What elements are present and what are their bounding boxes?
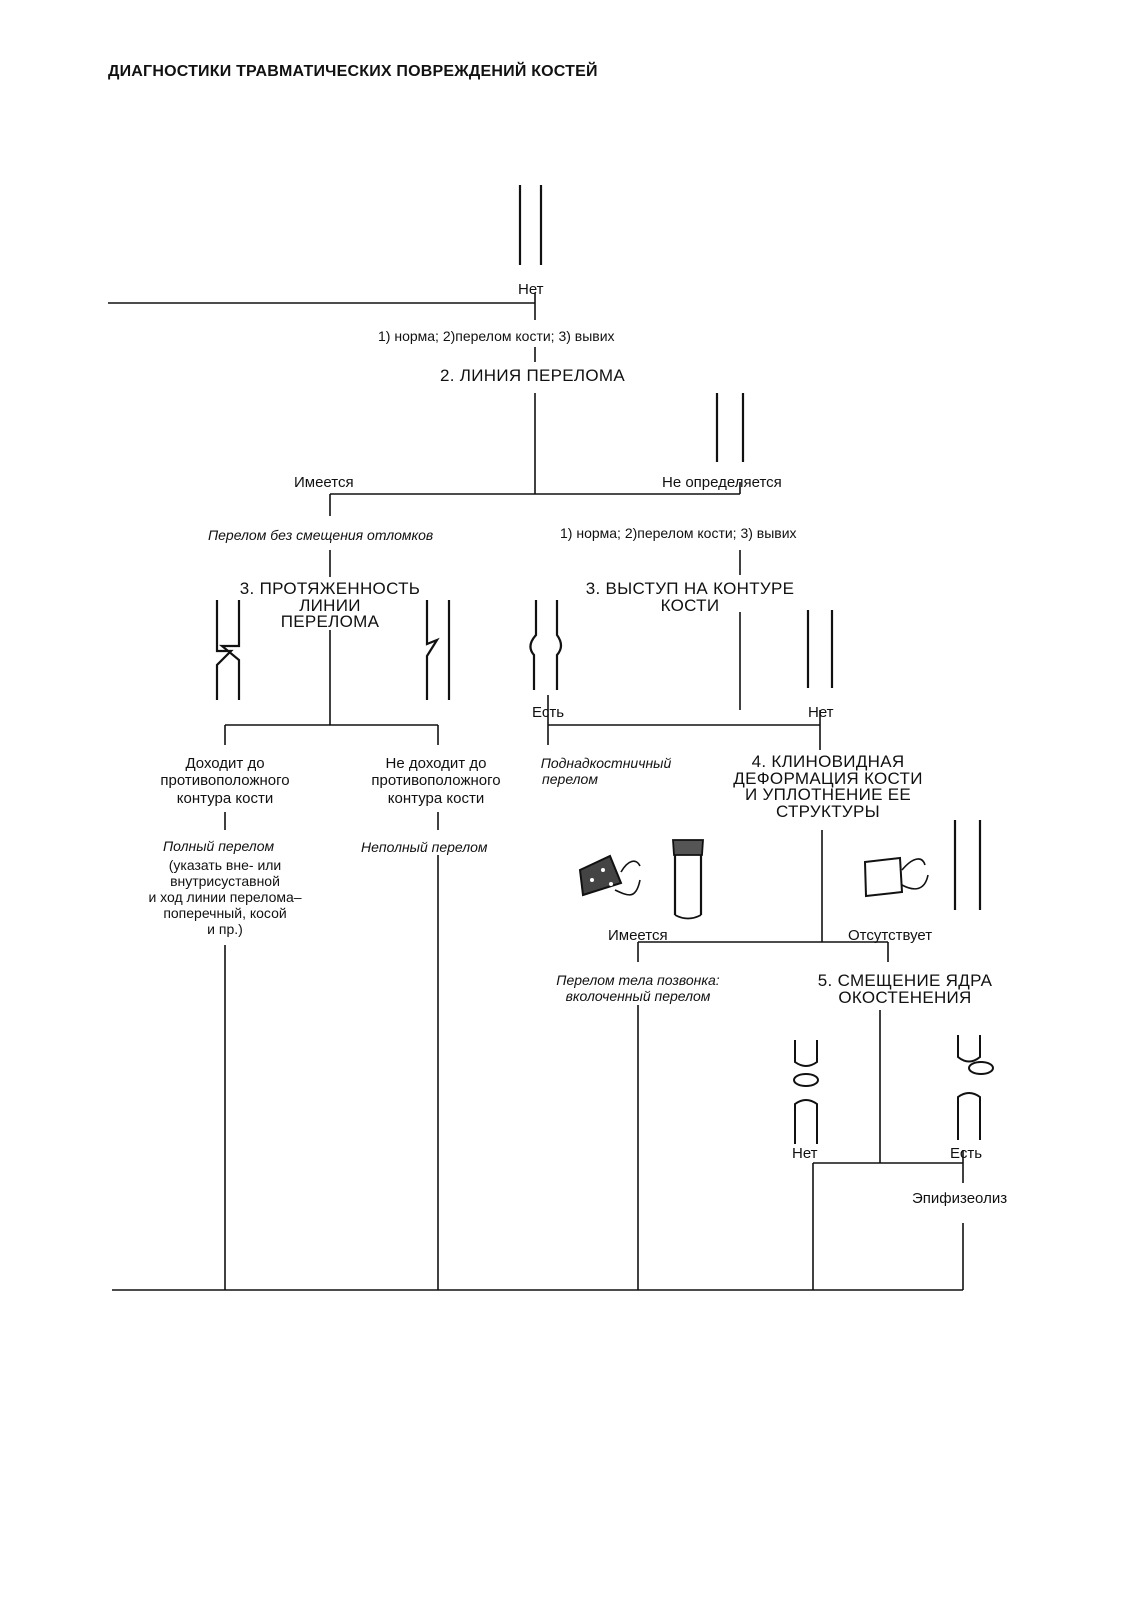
- step3-left-a-note-line: поперечный, косой: [163, 905, 287, 922]
- step4-no-label: Отсутствует: [848, 927, 933, 944]
- step2-yes-result: Перелом без смещения отломков: [208, 527, 434, 543]
- step4-title-line: ДЕФОРМАЦИЯ КОСТИ: [733, 768, 923, 788]
- step3-left-a-note-line: внутрисуставной: [170, 873, 280, 890]
- step5-lines: [812, 1150, 964, 1290]
- top-branch-lines: [108, 293, 536, 362]
- step3-left-a-result: Полный перелом: [163, 838, 275, 854]
- step3-left-title-line: ПЕРЕЛОМА: [280, 612, 380, 632]
- step3-left-title: 3. ПРОТЯЖЕННОСТЬ ЛИНИИ ПЕРЕЛОМА: [200, 579, 460, 632]
- step3-right-normal-bone-icon: [806, 610, 834, 688]
- step3-left-a-line: Доходит до: [185, 755, 265, 772]
- step3-right-yes-result-line: перелом: [542, 771, 598, 788]
- step3-right-yes-result-line: Поднадкостничный: [540, 755, 672, 771]
- compressed-long-bone-icon: [672, 839, 704, 920]
- step3-left-lines: [224, 550, 439, 1290]
- page-header: ДИАГНОСТИКИ ТРАВМАТИЧЕСКИХ ПОВРЕЖДЕНИЙ К…: [108, 63, 598, 80]
- step3-left-b-line: Не доходит до: [385, 755, 487, 772]
- top-normal-bone-icon: [518, 185, 543, 265]
- step4-lines: [637, 830, 889, 1290]
- step5-yes-label: Есть: [950, 1145, 983, 1162]
- step3-right-yes-result: Поднадкостничный перелом: [526, 755, 686, 787]
- step4-yes-result-line: Перелом тела позвонка:: [556, 972, 720, 988]
- step3-left-a-label: Доходит до противоположного контура кост…: [135, 755, 315, 807]
- step3-right-yes-label: Есть: [532, 704, 565, 721]
- step4-title: 4. КЛИНОВИДНАЯ ДЕФОРМАЦИЯ КОСТИ И УПЛОТН…: [708, 752, 948, 821]
- top-diagnosis: 1) норма; 2)перелом кости; 3) вывих: [378, 328, 615, 344]
- step4-title-line: СТРУКТУРЫ: [775, 801, 881, 821]
- step2-no-result: 1) норма; 2)перелом кости; 3) вывих: [560, 525, 797, 541]
- step4-title-line: 4. КЛИНОВИДНАЯ: [751, 752, 905, 771]
- incomplete-fracture-bone-icon: [425, 600, 451, 700]
- complete-fracture-bone-icon: [215, 600, 241, 700]
- step5-no-label: Нет: [792, 1145, 818, 1162]
- step4-yes-result-line: вколоченный перелом: [565, 988, 711, 1005]
- step2-no-label: Не определяется: [662, 474, 782, 491]
- step5-yes-result: Эпифизеолиз: [912, 1190, 1008, 1207]
- step3-right-title-line: 3. ВЫСТУП НА КОНТУРЕ: [585, 579, 795, 598]
- step3-left-b-result: Неполный перелом: [361, 839, 488, 855]
- step2-normal-bone-icon: [715, 393, 745, 462]
- step3-left-b-label: Не доходит до противоположного контура к…: [341, 755, 531, 807]
- step3-left-a-note: (указать вне- или внутрисуставной и ход …: [130, 857, 320, 937]
- step3-right-title: 3. ВЫСТУП НА КОНТУРЕ КОСТИ: [550, 579, 830, 615]
- step4-title-line: И УПЛОТНЕНИЕ ЕЕ: [744, 785, 912, 805]
- step5-title-line: ОКОСТЕНЕНИЯ: [838, 987, 972, 1007]
- step5-title: 5. СМЕЩЕНИЕ ЯДРА ОКОСТЕНЕНИЯ: [780, 971, 1030, 1007]
- step3-left-title-line: ЛИНИИ: [299, 595, 361, 615]
- normal-vertebra-icon: [863, 856, 929, 898]
- step3-left-a-note-line: (указать вне- или: [168, 857, 282, 873]
- step3-left-a-note-line: и ход линии перелома–: [148, 889, 302, 906]
- step2-lines: [329, 393, 741, 516]
- epiphysis-displaced-icon: [957, 1035, 994, 1140]
- wedge-vertebra-icon: [578, 854, 641, 897]
- step5-title-line: 5. СМЕЩЕНИЕ ЯДРА: [817, 971, 993, 990]
- step4-yes-label: Имеется: [608, 927, 668, 944]
- epiphysis-normal-icon: [793, 1040, 819, 1144]
- step3-left-b-line: противоположного: [371, 772, 501, 790]
- step4-yes-result: Перелом тела позвонка: вколоченный перел…: [528, 972, 748, 1004]
- step4-normal-bone-icon: [953, 820, 982, 910]
- buckle-fracture-bone-icon: [529, 600, 563, 690]
- step3-right-title-line: КОСТИ: [660, 595, 720, 615]
- step3-right-lines: [547, 550, 821, 750]
- step3-left-a-note-line: и пр.): [207, 921, 243, 938]
- step2-title: 2. ЛИНИЯ ПЕРЕЛОМА: [440, 366, 625, 385]
- step3-left-a-line: противоположного: [160, 772, 290, 790]
- step3-left-a-line: контура кости: [176, 789, 274, 807]
- top-no-label: Нет: [518, 281, 544, 298]
- step3-right-no-label: Нет: [808, 704, 834, 721]
- step3-left-title-line: 3. ПРОТЯЖЕННОСТЬ: [239, 579, 421, 598]
- step3-left-b-line: контура кости: [387, 789, 485, 807]
- step2-yes-label: Имеется: [294, 474, 354, 491]
